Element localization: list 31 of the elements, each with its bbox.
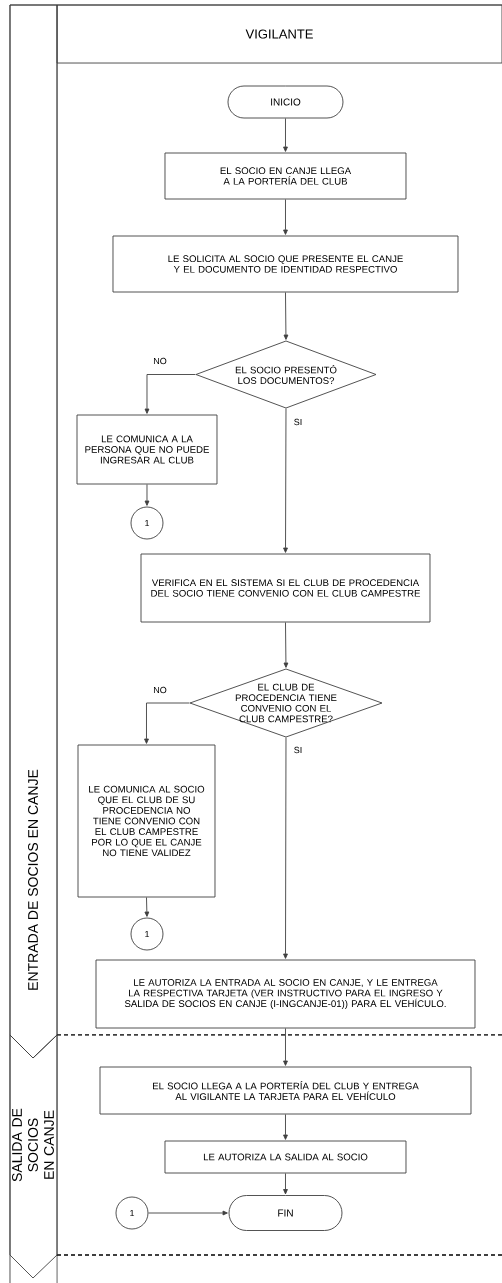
edge-label: NO: [152, 356, 168, 366]
lane-band: ENTRADA DE SOCIOS EN CANJE: [9, 4, 58, 1059]
arrow: [148, 1210, 228, 1216]
arrow: [283, 408, 288, 553]
edge-label: SI: [292, 417, 304, 427]
arrow: [283, 622, 289, 668]
process-box: LE COMUNICA A LA PERSONA QUE NO PUEDE INGRESAR AL CLUB: [76, 414, 218, 485]
process-box: VERIFICA EN EL SISTEMA SI EL CLUB DE PROCEDENCIA DEL SOCIO TIENE CONVENIO CON EL CLUB CAMPESTRE: [140, 553, 431, 623]
process-box: LE AUTORIZA LA ENTRADA AL SOCIO EN CANJE, Y LE ENTREGA LA RESPECTIVA TARJETA (VER INSTRUCTIVO PARA EL INGRESO Y SALIDA DE SOCIOS EN CANJE (I-INGCANJE-01)) PARA EL VEHÍCULO.: [95, 959, 476, 1029]
terminator: INICIO: [227, 85, 344, 119]
terminator: FIN: [228, 1195, 343, 1231]
process-box: LE COMUNICA AL SOCIO QUE EL CLUB DE SU PROCEDENCIA NO TIENE CONVENIO CON EL CLUB CAMPESTRE POR LO QUE EL CANJE NO TIENE VALIDEZ: [77, 744, 216, 898]
arrow: [283, 1114, 288, 1140]
arrow: [283, 1173, 288, 1195]
arrow: [283, 118, 288, 152]
arrow: [283, 199, 288, 235]
arrow: [283, 292, 289, 340]
process-box: EL SOCIO LLEGA A LA PORTERÍA DEL CLUB Y ENTREGA AL VIGILANTE LA TARJETA PARA EL VEHÍCULO: [99, 1066, 472, 1115]
lane-header: VIGILANTE: [56, 4, 502, 64]
edge-label: SI: [292, 745, 304, 755]
lane-band: SALIDA DE SOCIOS EN CANJE: [9, 1034, 58, 1279]
process-box: LE AUTORIZA LA SALIDA AL SOCIO: [164, 1140, 407, 1174]
arrow: [144, 897, 150, 917]
process-box: EL SOCIO EN CANJE LLEGA A LA PORTERÍA DEL CLUB: [164, 152, 407, 200]
arrow: [144, 484, 150, 506]
process-box: LE SOLICITA AL SOCIO QUE PRESENTE EL CANJE Y EL DOCUMENTO DE IDENTIDAD RESPECTIVO: [112, 235, 459, 293]
arrow: [283, 1028, 288, 1066]
arrow: [283, 737, 288, 959]
edge-label: NO: [152, 685, 168, 695]
arrow: [144, 374, 196, 414]
arrow: [144, 702, 190, 744]
